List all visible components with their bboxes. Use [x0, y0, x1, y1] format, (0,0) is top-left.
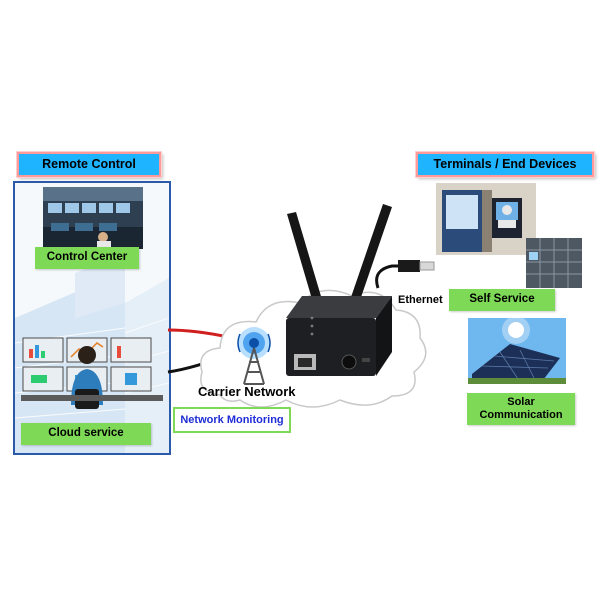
ethernet-label: Ethernet [398, 294, 443, 306]
cloud-service-monitors [21, 337, 163, 409]
self-service-lockers-image [526, 238, 582, 288]
red-link-arrow [167, 328, 229, 339]
control-center-text: Control Center [46, 251, 128, 264]
solar-text-line1: Solar [507, 395, 535, 408]
cell-tower-icon [237, 327, 271, 385]
control-center-photo [43, 187, 143, 249]
remote-control-header-label: Remote Control [42, 157, 136, 171]
router-antennas [287, 204, 392, 306]
solar-text-line2: Communication [479, 409, 563, 421]
remote-control-header: Remote Control [17, 152, 161, 177]
ethernet-cable-icon [375, 260, 435, 289]
cloud-service-text: Cloud service [48, 427, 124, 440]
control-center-label: Control Center [35, 247, 139, 269]
self-service-label: Self Service [449, 289, 555, 311]
carrier-network-label: Carrier Network [198, 384, 296, 399]
remote-control-panel: Control Center Cloud service [13, 181, 171, 455]
cloud-service-label: Cloud service [21, 423, 151, 445]
terminals-header: Terminals / End Devices [416, 152, 594, 177]
remote-panel-illustration [15, 187, 169, 453]
network-monitoring-label: Network Monitoring [173, 407, 291, 433]
ethernet-text: Ethernet [398, 294, 443, 306]
router-device [286, 296, 392, 376]
solar-panel-image [468, 316, 566, 384]
self-service-text: Self Service [469, 293, 535, 306]
carrier-network-text: Carrier Network [198, 384, 296, 399]
solar-communication-label: Solar Communication [467, 393, 575, 425]
network-monitoring-text: Network Monitoring [180, 414, 284, 426]
kiosk-terminal-image [436, 183, 536, 255]
terminals-header-label: Terminals / End Devices [433, 157, 577, 171]
